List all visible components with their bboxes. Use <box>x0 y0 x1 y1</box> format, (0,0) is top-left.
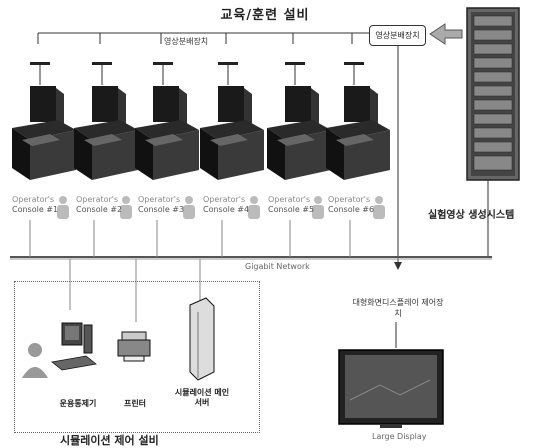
console-workstation-6 <box>326 86 390 180</box>
console-id: Console #5 <box>268 205 314 214</box>
display-controller-label: 대형화면디스플레이 제어장치 <box>352 297 444 319</box>
console-id: Console #4 <box>203 205 249 214</box>
console-role: Operator's <box>268 195 314 205</box>
video-distribution-box: 영상분배장치 <box>369 25 426 46</box>
console-role: Operator's <box>203 195 249 205</box>
console-label-4: Operator's Console #4 <box>203 195 249 215</box>
console-workstation-4 <box>200 86 264 180</box>
console-workstation-3 <box>135 86 199 180</box>
splitter-label: 영상분배장치 <box>164 36 208 47</box>
console-role: Operator's <box>328 195 374 205</box>
console-label-3: Operator's Console #3 <box>138 195 184 215</box>
console-workstation-2 <box>74 86 138 180</box>
console-workstation-5 <box>267 86 331 180</box>
console-id: Console #3 <box>138 205 184 214</box>
console-id: Console #6 <box>328 205 374 214</box>
network-label: Gigabit Network <box>245 262 310 271</box>
console-role: Operator's <box>12 195 58 205</box>
device-label-main-server: 시뮬레이션 메인서버 <box>172 388 232 408</box>
page-title: 교육/훈련 설비 <box>150 4 380 23</box>
console-label-2: Operator's Console #2 <box>76 195 122 215</box>
console-label-5: Operator's Console #5 <box>268 195 314 215</box>
rack-label: 실험영상 생성시스템 <box>428 206 514 221</box>
console-label-6: Operator's Console #6 <box>328 195 374 215</box>
device-label-operator: 운용통제기 <box>48 398 108 409</box>
simulation-control-group <box>14 281 260 433</box>
console-role: Operator's <box>138 195 184 205</box>
large-display-label: Large Display <box>372 432 427 441</box>
console-workstation-1 <box>12 86 76 180</box>
console-id: Console #1 <box>12 205 58 214</box>
console-label-1: Operator's Console #1 <box>12 195 58 215</box>
device-label-printer: 프린터 <box>115 398 155 409</box>
console-role: Operator's <box>76 195 122 205</box>
console-id: Console #2 <box>76 205 122 214</box>
